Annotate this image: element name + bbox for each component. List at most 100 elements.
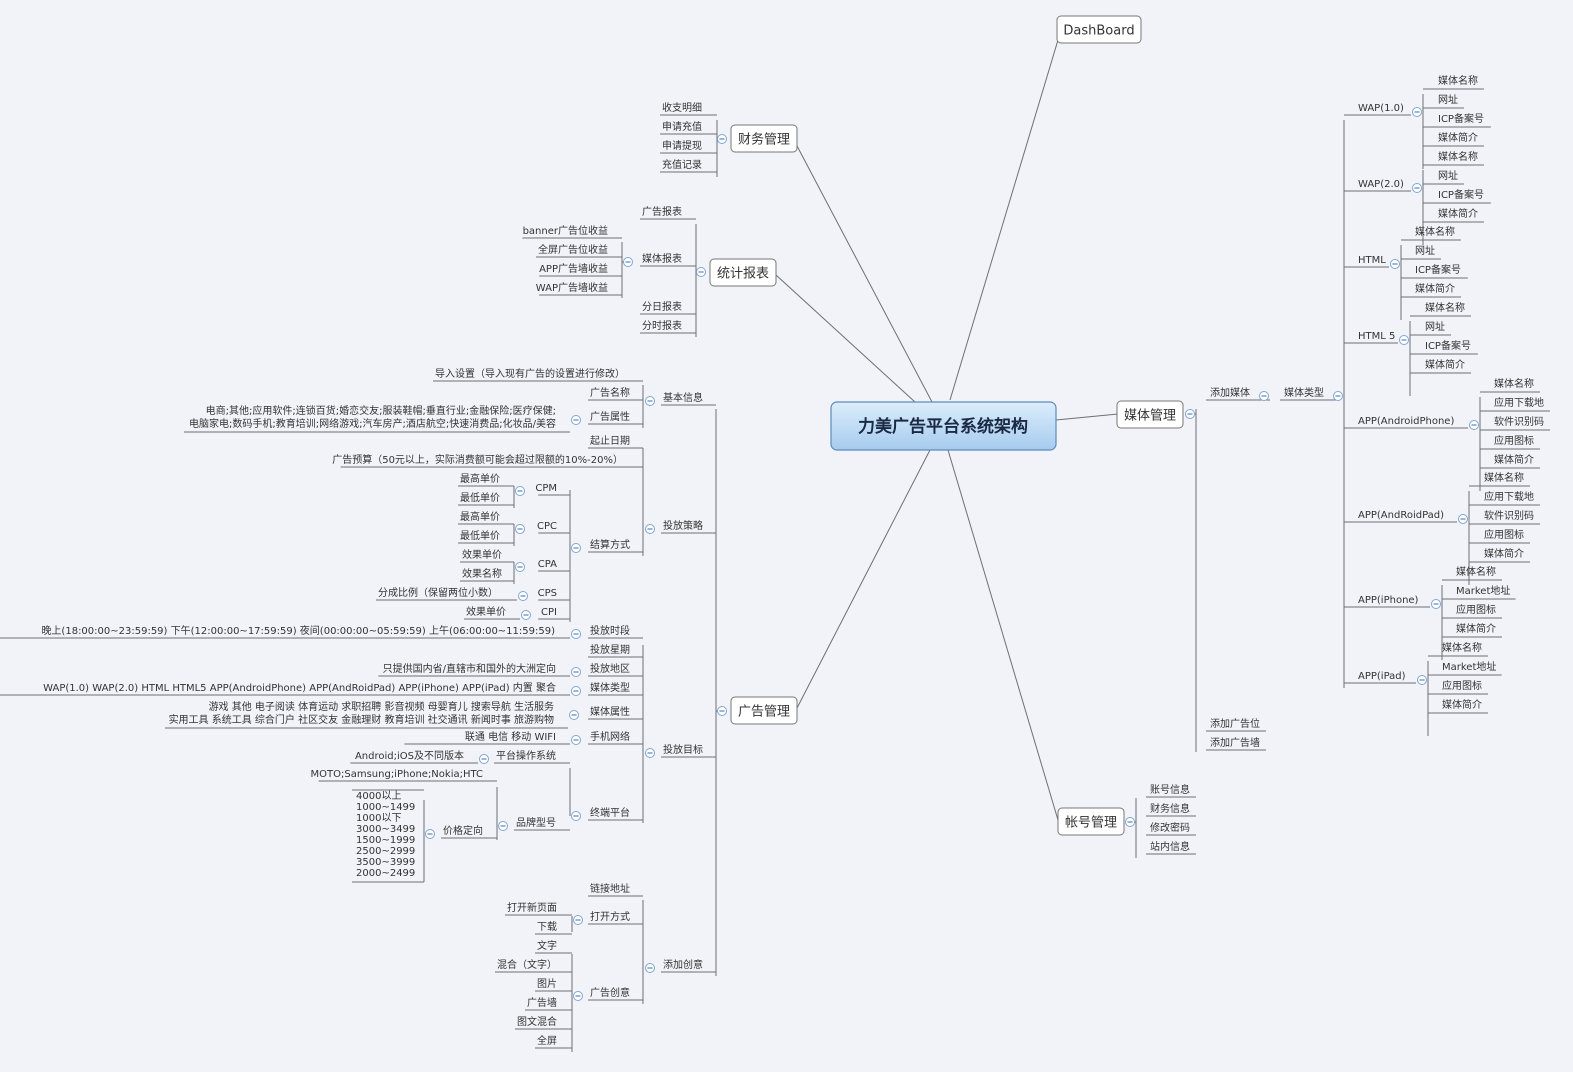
finance-item-0: 收支明细 [662, 101, 702, 114]
ads-creative-open: 打开方式 [590, 910, 630, 923]
media-wap2-field-3: 媒体简介 [1438, 207, 1478, 220]
ads-target-network: 手机网络 [590, 730, 630, 743]
media-wap1-field-0: 媒体名称 [1438, 74, 1478, 87]
ads-creative-type-0: 文字 [537, 939, 557, 952]
media-wap2-field-2: ICP备案号 [1438, 188, 1484, 201]
dashboard-topic-box[interactable] [1056, 15, 1142, 44]
ads-topic: 广告管理 [738, 705, 790, 720]
ads-creative-open-new: 打开新页面 [507, 901, 557, 914]
ads-creative-type-4: 图文混合 [517, 1015, 557, 1028]
ads-strategy-billing: 结算方式 [590, 538, 630, 551]
media-html5-field-0: 媒体名称 [1425, 301, 1465, 314]
ads-cpm-max: 最高单价 [460, 472, 500, 485]
ads-cps-share: 分成比例（保留两位小数） [378, 586, 498, 599]
media-app-iphone-field-0: 媒体名称 [1456, 565, 1496, 578]
ads-target-time: 投放时段 [590, 624, 630, 637]
ads-strategy-budget: 广告预算（50元以上，实际消费额可能会超过限额的10%-20%） [332, 453, 623, 466]
ads-topic-box[interactable] [730, 696, 798, 725]
ads-target-region: 投放地区 [590, 662, 630, 675]
ads-cpa-name: 效果名称 [462, 567, 502, 580]
media-html-field-2: ICP备案号 [1415, 263, 1461, 276]
ads-creative-ad: 广告创意 [590, 986, 630, 999]
account-item-0: 账号信息 [1150, 783, 1190, 796]
ads-strategy: 投放策略 [663, 519, 703, 532]
central-topic: 力美广告平台系统架构 [858, 416, 1028, 437]
media-app-androidphone-field-1: 应用下载地 [1494, 396, 1544, 409]
ads-cpa-price: 效果单价 [462, 548, 502, 561]
media-app-androidphone-field-3: 应用图标 [1494, 434, 1534, 447]
ads-target: 投放目标 [663, 743, 703, 756]
stats-daily: 分日报表 [642, 300, 682, 313]
media-type: 媒体类型 [1284, 386, 1324, 399]
ads-price-value-3: 3000~3499 [356, 824, 415, 835]
ads-strategy-end-date: 起止日期 [590, 435, 630, 447]
ads-basic-attr-line2: 电脑家电;数码手机;教育培训;网络游戏;汽车房产;酒店航空;快速消费品;化妆品/… [189, 417, 556, 430]
ads-target-terminal: 终端平台 [590, 806, 630, 819]
ads-target-time-value: 晚上(18:00:00~23:59:59) 下午(12:00:00~17:59:… [41, 624, 555, 637]
media-app-iphone-field-2: 应用图标 [1456, 603, 1496, 616]
ads-target-brand: 品牌型号 [516, 816, 556, 829]
ads-target-price: 价格定向 [443, 824, 483, 837]
ads-creative-type-5: 全屏 [537, 1034, 557, 1047]
account-item-1: 财务信息 [1150, 802, 1190, 815]
media-wap1: WAP(1.0) [1358, 103, 1404, 114]
media-html5: HTML 5 [1358, 331, 1395, 342]
media-app-ipad: APP(iPad) [1358, 671, 1406, 682]
ads-creative-link: 链接地址 [590, 882, 630, 895]
ads-basic-name: 广告名称 [590, 386, 630, 399]
media-app-androidpad-field-0: 媒体名称 [1484, 471, 1524, 484]
media-app-iphone-field-1: Market地址 [1456, 584, 1510, 597]
ads-creative-type-1: 混合（文字） [497, 958, 557, 971]
media-add-slot: 添加广告位 [1210, 717, 1260, 730]
ads-target-media-type-value: WAP(1.0) WAP(2.0) HTML HTML5 APP(Android… [43, 681, 556, 694]
media-topic-box[interactable] [1116, 400, 1184, 429]
ads-cpc-min: 最低单价 [460, 529, 500, 542]
media-app-androidpad-field-2: 软件识别码 [1484, 509, 1534, 522]
ads-target-media-type: 媒体类型 [590, 681, 630, 694]
stats-ad-report: 广告报表 [642, 205, 682, 218]
ads-creative-type-3: 广告墙 [527, 996, 557, 1009]
media-wap2-field-0: 媒体名称 [1438, 150, 1478, 163]
media-wap1-field-3: 媒体简介 [1438, 131, 1478, 144]
media-app-androidphone-field-2: 软件识别码 [1494, 415, 1544, 428]
media-html-field-1: 网址 [1415, 244, 1435, 257]
ads-target-media-attr-line2: 实用工具 系统工具 综合门户 社区交友 金融理财 教育培训 社交通讯 新闻时事 … [169, 713, 554, 726]
ads-price-value-4: 1500~1999 [356, 835, 415, 846]
ads-target-network-value: 联通 电信 移动 WIFI [465, 730, 556, 743]
stats-media-item-2: APP广告墙收益 [539, 262, 608, 275]
finance-item-3: 充值记录 [662, 158, 702, 171]
ads-cpm-min: 最低单价 [460, 491, 500, 504]
ads-basic: 基本信息 [663, 391, 703, 404]
stats-topic: 统计报表 [717, 267, 769, 282]
ads-price-value-7: 2000~2499 [356, 868, 415, 879]
media-app-androidphone-field-4: 媒体简介 [1494, 453, 1534, 466]
ads-target-week: 投放星期 [590, 643, 630, 656]
finance-topic-box[interactable] [730, 124, 798, 153]
ads-cps: CPS [538, 588, 557, 599]
stats-media-item-3: WAP广告墙收益 [536, 281, 608, 294]
media-html5-field-2: ICP备案号 [1425, 339, 1471, 352]
ads-target-region-value: 只提供国内省/直辖市和国外的大洲定向 [383, 662, 556, 675]
media-wap2-field-1: 网址 [1438, 169, 1458, 182]
ads-basic-attr-line1: 电商;其他;应用软件;连锁百货;婚恋交友;服装鞋帽;垂直行业;金融保险;医疗保健… [206, 404, 556, 417]
finance-topic: 财务管理 [738, 132, 790, 148]
media-app-androidphone: APP(AndroidPhone) [1358, 416, 1454, 427]
media-wap1-field-1: 网址 [1438, 93, 1458, 106]
stats-topic-box[interactable] [709, 258, 777, 287]
central-topic-box[interactable] [830, 401, 1057, 451]
ads-target-media-attr: 媒体属性 [590, 705, 630, 718]
media-app-iphone-field-3: 媒体简介 [1456, 622, 1496, 635]
ads-cpc-max: 最高单价 [460, 510, 500, 523]
media-add-media: 添加媒体 [1210, 386, 1250, 399]
media-app-androidpad-field-3: 应用图标 [1484, 528, 1524, 541]
account-topic-box[interactable] [1057, 807, 1125, 836]
ads-price-value-6: 3500~3999 [356, 857, 415, 868]
ads-creative-type-2: 图片 [537, 977, 557, 990]
ads-price-value-1: 1000~1499 [356, 802, 415, 813]
media-app-ipad-field-2: 应用图标 [1442, 679, 1482, 692]
media-app-androidpad-field-1: 应用下载地 [1484, 490, 1534, 503]
ads-cpa: CPA [538, 559, 557, 570]
media-app-androidpad-field-4: 媒体简介 [1484, 547, 1524, 560]
media-html: HTML [1358, 255, 1386, 266]
ads-cpc: CPC [537, 521, 557, 532]
